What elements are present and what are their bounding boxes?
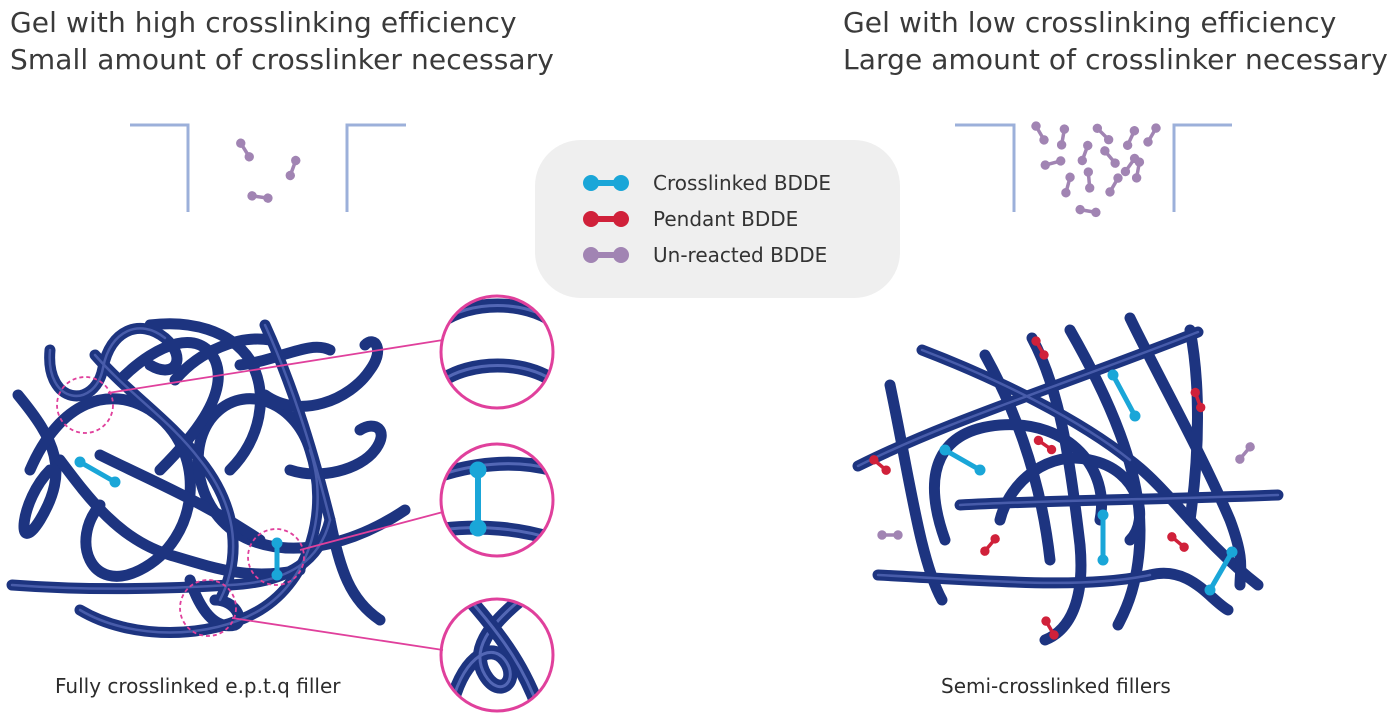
- legend-item-crosslinked: Crosslinked BDDE: [581, 168, 831, 198]
- legend-item-pendant: Pendant BDDE: [581, 204, 798, 234]
- right-panel-heading: Gel with low crosslinking efficiency Lar…: [843, 4, 1388, 78]
- left-caption: Fully crosslinked e.p.t.q filler: [55, 674, 341, 698]
- legend-item-unreacted: Un-reacted BDDE: [581, 240, 827, 270]
- legend: Crosslinked BDDE Pendant BDDE Un-reacted…: [535, 140, 900, 298]
- zoom-markers: [56, 339, 444, 651]
- left-panel-heading: Gel with high crosslinking efficiency Sm…: [10, 4, 554, 78]
- left-container: [130, 123, 406, 212]
- right-heading-line-1: Gel with low crosslinking efficiency: [843, 6, 1337, 39]
- left-heading-line-2: Small amount of crosslinker necessary: [10, 43, 554, 76]
- zoom-circle-knot: [439, 597, 555, 713]
- right-heading-line-2: Large amount of crosslinker necessary: [843, 43, 1388, 76]
- left-crosslinked-bdde-group: [74, 456, 283, 581]
- left-unreacted-bdde-group: [233, 135, 303, 205]
- zoom-circle-crosslink: [439, 442, 555, 558]
- zoom-circle-entanglement: [439, 294, 555, 410]
- legend-label: Crosslinked BDDE: [653, 171, 831, 195]
- right-container: [955, 123, 1232, 212]
- right-caption: Semi-crosslinked fillers: [941, 674, 1171, 698]
- legend-label: Pendant BDDE: [653, 207, 799, 231]
- bdde-molecule-icon: [583, 211, 629, 227]
- bdde-molecule-icon: [583, 247, 629, 263]
- right-polymer-network: [852, 312, 1284, 646]
- left-polymer-network: [6, 318, 411, 638]
- legend-label: Un-reacted BDDE: [653, 243, 828, 267]
- left-heading-line-1: Gel with high crosslinking efficiency: [10, 6, 517, 39]
- bdde-molecule-icon: [583, 175, 629, 191]
- right-crosslinked-bdde-group: [939, 369, 1238, 596]
- right-unreacted-bdde-group: [1028, 118, 1164, 220]
